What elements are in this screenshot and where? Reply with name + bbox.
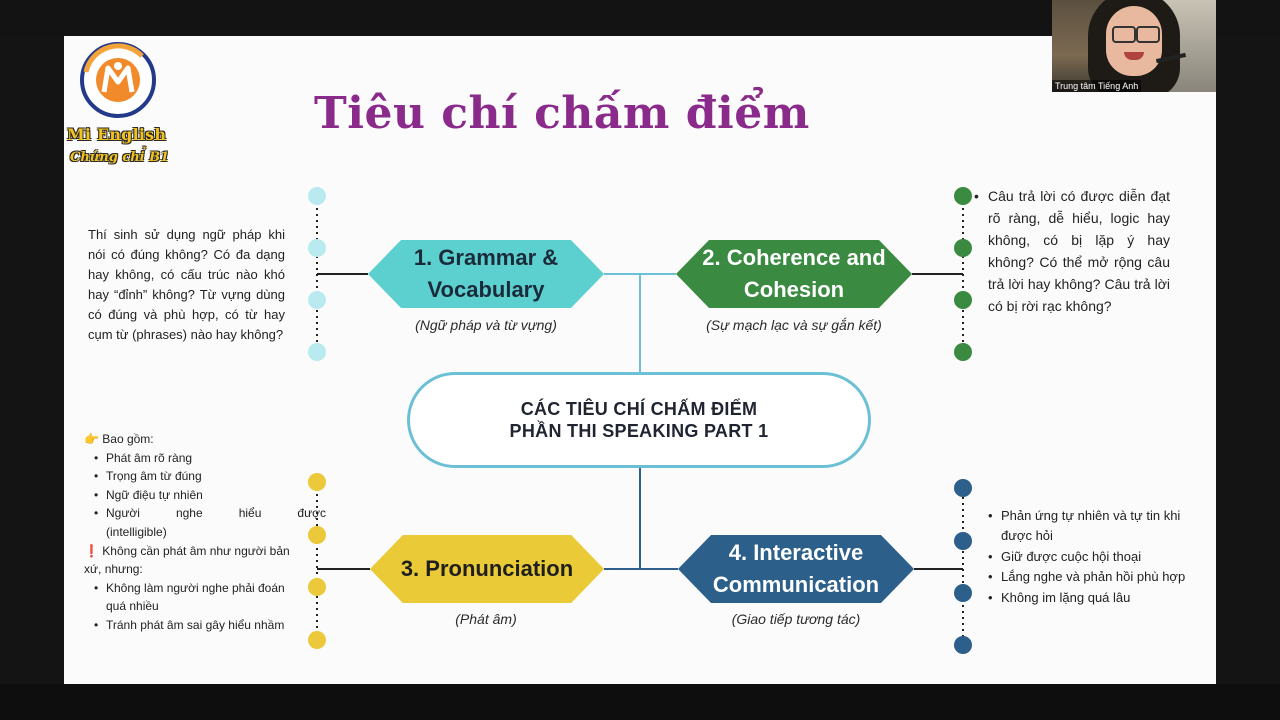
mi-english-logo [80, 42, 156, 118]
timeline-dot [308, 239, 326, 257]
criterion-subtitle: (Phát âm) [455, 611, 517, 627]
list-item: Phát âm rõ ràng [84, 449, 326, 468]
bullet-icon: • [974, 188, 979, 204]
logo-tagline: Chứng chỉ B1 [70, 150, 170, 165]
webcam-name-label: Trung tâm Tiếng Anh [1052, 80, 1142, 92]
list-item: Giữ được cuộc hội thoại [988, 547, 1203, 568]
list-item: Người nghe hiểu được (intelligible) [84, 504, 326, 541]
timeline-dot [954, 343, 972, 361]
timeline-dot [954, 479, 972, 497]
presenter-mouth [1124, 52, 1144, 60]
glasses-icon [1112, 26, 1136, 43]
list-item-continuation: (intelligible) [106, 524, 167, 539]
glasses-icon [1136, 26, 1160, 43]
list-item: Ngữ điệu tự nhiên [84, 486, 326, 505]
criterion-title-line2: Cohesion [743, 277, 845, 302]
center-topic-line2: PHẦN THI SPEAKING PART 1 [509, 421, 769, 441]
center-topic-box: CÁC TIÊU CHÍ CHẤM ĐIỂM PHẦN THI SPEAKING… [407, 372, 871, 468]
coherence-description-text: Câu trả lời có được diễn đạt rõ ràng, dễ… [988, 188, 1170, 314]
timeline-dot [954, 291, 972, 309]
presentation-slide: Mi English Chứng chỉ B1 Tiêu chí chấm đi… [64, 36, 1216, 684]
timeline-dot [954, 187, 972, 205]
center-topic-line1: CÁC TIÊU CHÍ CHẤM ĐIỂM [520, 399, 758, 419]
word: nghe [175, 506, 203, 521]
timeline-dot [954, 636, 972, 654]
timeline-dot [954, 584, 972, 602]
webcam-overlay[interactable]: Trung tâm Tiếng Anh [1052, 0, 1216, 92]
list-item: Không im lặng quá lâu [988, 588, 1203, 609]
criterion-subtitle: (Ngữ pháp và từ vựng) [415, 317, 557, 333]
timeline-dot [308, 631, 326, 649]
criterion-title-line2: Vocabulary [427, 277, 545, 302]
list-item: Trọng âm từ đúng [84, 467, 326, 486]
interaction-notes: Phản ứng tự nhiên và tự tin khi được hỏi… [988, 506, 1203, 608]
list-item: Tránh phát âm sai gây hiểu nhầm [84, 616, 326, 635]
pronunciation-notes: 👉 Bao gồm: Phát âm rõ ràng Trọng âm từ đ… [84, 430, 326, 635]
criterion-grammar-vocabulary: 1. Grammar & Vocabulary [368, 240, 604, 308]
includes-label: 👉 Bao gồm: [84, 432, 154, 446]
criterion-title-line1: 1. Grammar & [413, 245, 559, 270]
bottom-letterbox [0, 684, 1280, 720]
warning-text: Không cần phát âm như người bản [98, 543, 290, 558]
criterion-subtitle: (Sự mạch lạc và sự gắn kết) [706, 317, 882, 333]
timeline-dot [308, 343, 326, 361]
list-item-text: Phản ứng tự nhiên và tự tin khi [1001, 508, 1181, 523]
warning-text-continued: xứ, nhưng: [84, 562, 143, 577]
timeline-dot [308, 187, 326, 205]
logo-brand-name: Mi English [67, 125, 167, 144]
word: được [297, 506, 326, 521]
warning-line: ❗ Không cần phát âm như người bản [84, 542, 326, 561]
timeline-dot [954, 239, 972, 257]
slide-title: Tiêu chí chấm điểm [314, 88, 810, 139]
timeline-dot [954, 532, 972, 550]
list-item: Không làm người nghe phải đoán quá nhiều [84, 579, 326, 616]
list-item-continuation: được hỏi [1001, 528, 1053, 544]
list-item-text: Không làm người nghe phải đoán [106, 580, 285, 595]
word: Người [106, 506, 140, 521]
list-item: Phản ứng tự nhiên và tự tin khi được hỏi [988, 506, 1203, 547]
coherence-description: • Câu trả lời có được diễn đạt rõ ràng, … [974, 185, 1170, 317]
warning-icon: ❗ [84, 543, 99, 558]
criterion-title-line2: Communication [712, 572, 880, 597]
criterion-title-line1: 2. Coherence and [702, 245, 886, 270]
grammar-description: Thí sinh sử dụng ngữ pháp khi nói có đún… [88, 227, 285, 342]
criterion-title-line1: 3. Pronunciation [400, 556, 574, 581]
list-item-continuation: quá nhiều [106, 599, 159, 614]
list-item: Lắng nghe và phản hồi phù hợp [988, 567, 1203, 588]
timeline-dot [308, 291, 326, 309]
criterion-title-line1: 4. Interactive [728, 540, 864, 565]
criterion-subtitle: (Giao tiếp tương tác) [731, 611, 861, 627]
connector-lines [316, 196, 964, 645]
criterion-pronunciation: 3. Pronunciation [370, 535, 604, 603]
word: hiểu [238, 506, 262, 521]
